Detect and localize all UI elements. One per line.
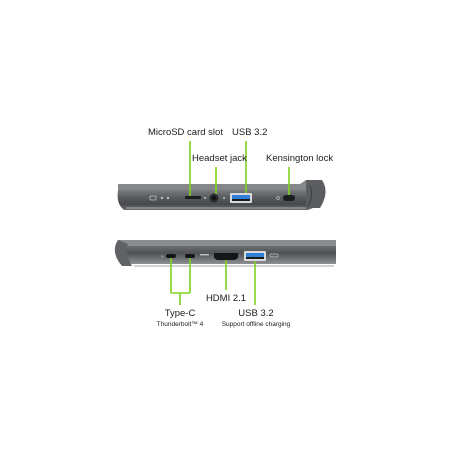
- bottom-leader-lines: [170, 258, 256, 305]
- top-leader-lines: [189, 141, 290, 196]
- thunderbolt-4-sublabel: Thunderbolt™ 4: [156, 321, 204, 328]
- headset-jack-label: Headset jack: [192, 153, 247, 164]
- battery-indicator-icon: [149, 195, 157, 201]
- microsd-card-slot-label: MicroSD card slot: [148, 127, 223, 138]
- microsd-slot-icon: [185, 196, 201, 199]
- laptop-left-side-view: [117, 180, 326, 210]
- lid-edge: [118, 180, 324, 190]
- led-indicator-icon: [166, 196, 170, 200]
- kensington-lock-icon: [283, 195, 295, 201]
- hinge: [114, 240, 132, 266]
- led-indicator-icon: [160, 196, 164, 200]
- svg-text:ϟ: ϟ: [161, 254, 164, 259]
- hdmi-port-icon: [214, 253, 238, 260]
- usb-3-2-bottom-label: USB 3.2: [238, 308, 274, 319]
- lid-edge: [117, 240, 336, 246]
- kensington-lock-label: Kensington lock: [266, 153, 334, 164]
- hdmi-2-1-label: HDMI 2.1: [205, 293, 247, 304]
- support-offline-charging-sublabel: Support offline charging: [221, 321, 291, 328]
- laptop-right-side-view: ϟ: [114, 240, 336, 267]
- type-c-port-icon: [185, 254, 195, 258]
- base-body: [117, 190, 321, 210]
- usb-3-2-top-label: USB 3.2: [232, 127, 268, 138]
- type-c-port-icon: [166, 254, 176, 258]
- type-c-label: Type-C: [164, 308, 196, 319]
- usb-charge-icon: [269, 253, 279, 258]
